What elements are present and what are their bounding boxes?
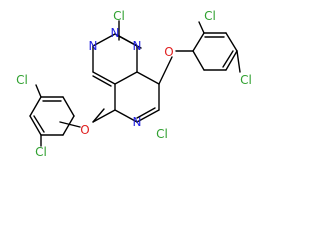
atom-label-cl: Cl (35, 145, 47, 159)
bond (136, 107, 156, 119)
bond (92, 75, 112, 87)
bond (92, 33, 116, 47)
bond (192, 32, 205, 52)
bond (222, 50, 234, 68)
bond (62, 115, 75, 136)
bond (59, 121, 81, 128)
bond (236, 50, 241, 73)
chemical-structure-diagram: Cl N N O Cl Cl N N Cl O Cl Cl (16, 9, 252, 159)
bond (92, 109, 116, 123)
atom-label-n: N (111, 26, 120, 40)
bond (192, 50, 205, 71)
bond (92, 108, 105, 123)
bond (225, 32, 238, 52)
atom-label-layer: Cl N N O Cl Cl N N Cl O Cl Cl (16, 9, 252, 159)
bond (158, 56, 173, 85)
bond (62, 96, 75, 117)
atom-label-cl: Cl (204, 9, 216, 23)
atom-label-o: O (80, 123, 89, 137)
atom-label-n: N (133, 115, 142, 129)
bond (35, 84, 42, 98)
bond (33, 115, 45, 133)
bond (198, 21, 205, 34)
bond (114, 71, 138, 85)
atom-label-cl: Cl (240, 73, 252, 87)
atom-label-n: N (89, 39, 98, 53)
bond (92, 71, 116, 85)
bond-layer (29, 20, 241, 147)
bond (29, 115, 42, 136)
bond (114, 109, 138, 123)
atom-label-cl: Cl (113, 9, 125, 23)
bond (118, 35, 142, 49)
atom-label-cl: Cl (16, 73, 28, 87)
bond (136, 109, 160, 123)
bond (29, 96, 42, 117)
atom-label-n: N (133, 39, 142, 53)
bond (225, 50, 238, 71)
bond (136, 71, 160, 85)
atom-label-o: O (164, 45, 173, 59)
atom-label-cl: Cl (156, 127, 168, 141)
